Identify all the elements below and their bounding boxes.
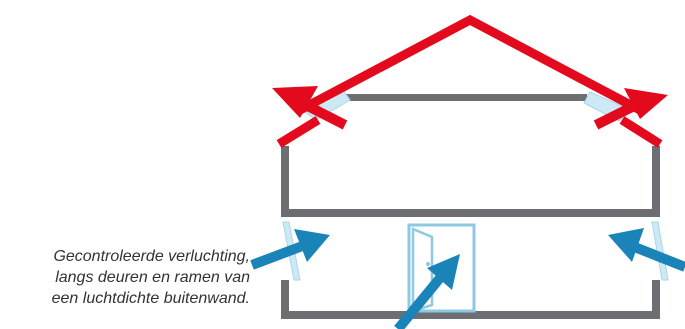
- left-wall-lower: [281, 280, 289, 318]
- caption-line-1: Gecontroleerde verluchting,: [53, 248, 250, 265]
- blue-inflow-arrow-icon: [250, 229, 330, 270]
- house-walls: [281, 94, 660, 319]
- roof-left: [297, 14, 643, 114]
- roof-right-eave: [619, 116, 663, 148]
- roof-left-eave: [276, 116, 321, 148]
- ground-floor: [281, 311, 660, 319]
- caption-line-2: langs deuren en ramen van: [55, 269, 250, 286]
- blue-inflow-arrow-icon: [394, 254, 460, 329]
- red-outflow-arrow-icon: [272, 86, 348, 130]
- left-wall-upper: [281, 146, 289, 216]
- upper-floor: [281, 209, 660, 217]
- attic-ceiling: [346, 94, 587, 101]
- blue-inflow-arrow-icon: [608, 228, 685, 272]
- exhaust-arrows: [272, 86, 668, 130]
- diagram-caption: Gecontroleerde verluchting, langs deuren…: [0, 246, 250, 309]
- caption-line-3: een luchtdichte buitenwand.: [51, 290, 250, 307]
- right-wall-lower: [652, 280, 660, 318]
- right-wall-upper: [652, 146, 660, 216]
- supply-arrows: [250, 228, 685, 329]
- red-outflow-arrow-icon: [593, 88, 668, 130]
- roof: [276, 14, 663, 148]
